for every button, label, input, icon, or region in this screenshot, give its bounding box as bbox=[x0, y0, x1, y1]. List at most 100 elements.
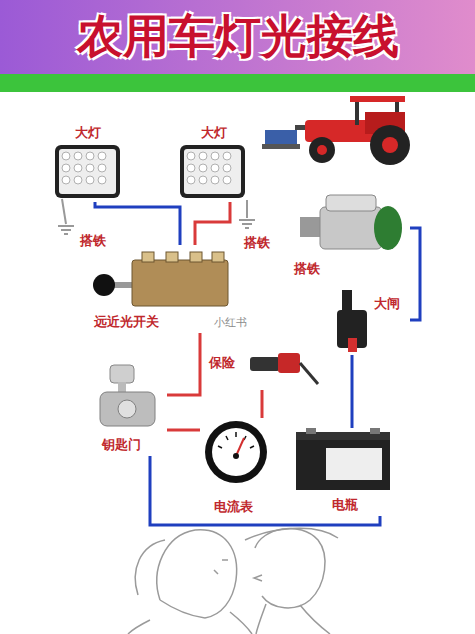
headlight-right bbox=[223, 176, 231, 184]
people-sketch bbox=[128, 612, 252, 634]
tractor bbox=[370, 125, 410, 165]
watermark: 小红书 bbox=[214, 315, 247, 331]
people-sketch bbox=[245, 528, 338, 540]
light-switch bbox=[93, 274, 115, 296]
headlight-right bbox=[223, 152, 231, 160]
headlight-right bbox=[211, 164, 219, 172]
headlight-left bbox=[98, 176, 106, 184]
ground-wire bbox=[62, 199, 66, 224]
people-sketch bbox=[160, 600, 205, 618]
part-label: 大灯 bbox=[75, 125, 101, 141]
headlight-right bbox=[211, 176, 219, 184]
ignition-key bbox=[100, 392, 155, 426]
starter-motor bbox=[326, 195, 376, 211]
battery bbox=[306, 428, 316, 434]
ammeter bbox=[212, 428, 260, 476]
headlight-left bbox=[62, 152, 70, 160]
battery-box: 电瓶 bbox=[292, 428, 394, 516]
headlight-right bbox=[180, 145, 245, 198]
headlight-left bbox=[55, 145, 120, 198]
headlight-right bbox=[199, 164, 207, 172]
wire bbox=[410, 228, 420, 320]
starter-motor bbox=[300, 195, 402, 250]
part-label: 大灯 bbox=[201, 125, 227, 141]
wire bbox=[261, 390, 264, 418]
headlight-right bbox=[180, 145, 245, 198]
title-banner bbox=[0, 0, 475, 92]
fuse-box: 保险 bbox=[205, 340, 325, 390]
people-sketch bbox=[255, 528, 325, 607]
ammeter bbox=[205, 421, 267, 483]
people-sketch bbox=[135, 540, 165, 595]
headlight-left bbox=[62, 176, 70, 184]
wire bbox=[195, 202, 230, 245]
headlight-left bbox=[59, 149, 116, 194]
title-holder: 农用车灯光接线 bbox=[0, 8, 475, 64]
headlight-box: 大灯 bbox=[52, 120, 124, 202]
headlight-left bbox=[74, 152, 82, 160]
people-sketch bbox=[214, 560, 228, 574]
headlight-left bbox=[74, 164, 82, 172]
ground-wire bbox=[239, 220, 255, 228]
light-switch bbox=[132, 260, 228, 306]
battery bbox=[326, 448, 382, 480]
headlight-right bbox=[199, 152, 207, 160]
headlight-left bbox=[74, 176, 82, 184]
light-switch bbox=[142, 252, 154, 262]
page-title: 农用车灯光接线 bbox=[77, 8, 399, 64]
tractor bbox=[355, 100, 359, 125]
wire bbox=[351, 355, 354, 428]
light-switch bbox=[190, 252, 202, 262]
part-label: 远近光开关 bbox=[94, 314, 159, 330]
part-label: 电瓶 bbox=[332, 497, 358, 513]
battery bbox=[296, 428, 390, 490]
ammeter bbox=[205, 421, 267, 483]
tractor bbox=[350, 96, 405, 102]
tractor bbox=[317, 145, 327, 155]
part-label: 保险 bbox=[209, 355, 235, 371]
headlight-right bbox=[199, 176, 207, 184]
ground-wire bbox=[58, 226, 74, 234]
headlight-box: 大灯 bbox=[178, 120, 250, 202]
ignition-key bbox=[100, 365, 155, 426]
tractor bbox=[262, 96, 410, 165]
ground-label: 搭铁 bbox=[244, 235, 270, 251]
label-holder: 小红书 bbox=[214, 311, 247, 331]
main-disconnect-switch bbox=[348, 338, 357, 352]
headlight-right bbox=[184, 149, 241, 194]
headlight-left bbox=[62, 164, 70, 172]
ammeter bbox=[218, 432, 254, 448]
starter-motor bbox=[300, 217, 322, 237]
key-switch-box: 钥匙门 bbox=[92, 362, 167, 456]
main-switch-box: 大闸 bbox=[330, 285, 410, 355]
fuse-holder bbox=[250, 357, 280, 371]
tractor bbox=[382, 137, 398, 153]
wire bbox=[95, 202, 180, 245]
headlight-left bbox=[98, 152, 106, 160]
headlight-right bbox=[187, 176, 195, 184]
wire bbox=[167, 333, 200, 395]
wire bbox=[150, 456, 380, 525]
fuse-holder bbox=[250, 353, 318, 384]
part-label: 钥匙门 bbox=[102, 437, 141, 453]
headlight-left bbox=[86, 164, 94, 172]
label-holder: 搭铁 bbox=[80, 230, 106, 249]
ignition-key bbox=[110, 365, 134, 383]
part-label: 搭铁 bbox=[294, 261, 320, 277]
ignition-key bbox=[118, 400, 136, 418]
battery bbox=[370, 428, 380, 434]
ground-wire bbox=[246, 200, 248, 218]
starter-motor bbox=[374, 206, 402, 250]
tractor bbox=[309, 137, 335, 163]
headlight-right bbox=[187, 164, 195, 172]
headlight-left bbox=[86, 176, 94, 184]
headlight-right bbox=[187, 152, 195, 160]
title-banner bbox=[0, 74, 475, 92]
starter-motor bbox=[320, 207, 382, 249]
headlight-left bbox=[62, 152, 106, 184]
light-switch bbox=[166, 252, 178, 262]
ammeter-box: 电流表 bbox=[200, 418, 272, 518]
headlight-right bbox=[211, 152, 219, 160]
headlight-right bbox=[223, 164, 231, 172]
